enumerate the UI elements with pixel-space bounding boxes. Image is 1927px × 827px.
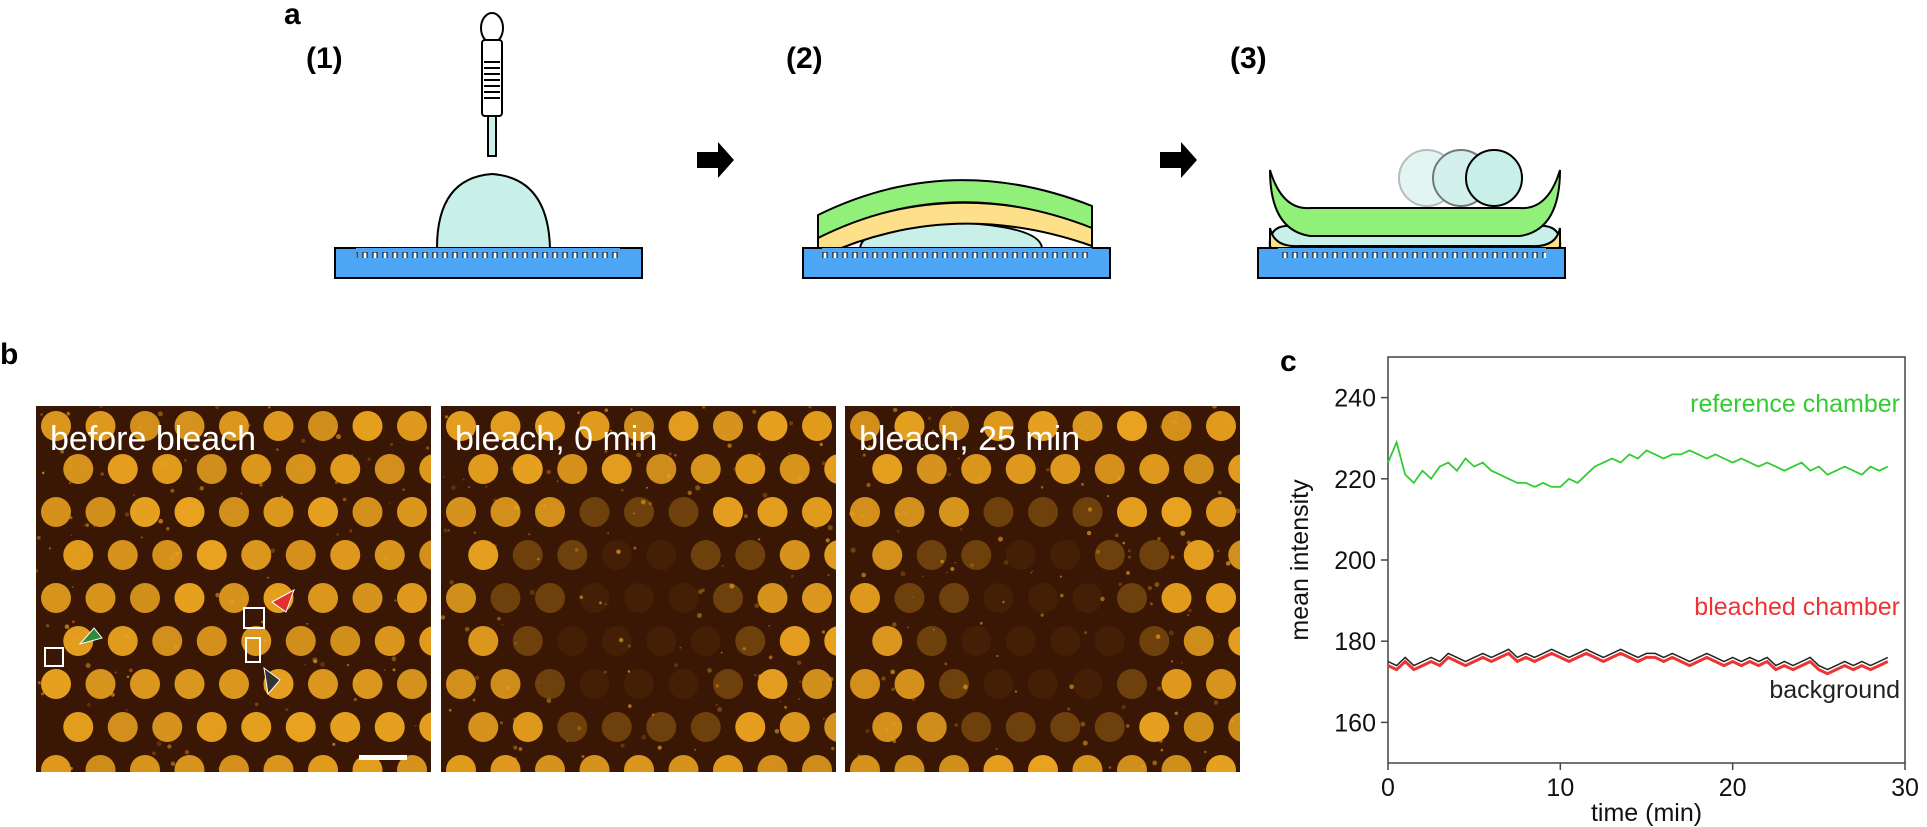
x-tick-label: 20	[1719, 774, 1747, 802]
y-tick-label: 220	[1334, 466, 1376, 494]
series-line-reference-chamber	[1387, 439, 1889, 488]
arrow-icon	[1160, 142, 1197, 178]
y-tick-label: 180	[1334, 628, 1376, 656]
step-label-2: (2)	[786, 42, 823, 75]
series-label: reference chamber	[1690, 390, 1900, 418]
panel-letter-c: c	[1280, 345, 1297, 378]
x-tick-label: 30	[1891, 774, 1919, 802]
y-tick-label: 200	[1334, 547, 1376, 575]
y-tick-label: 160	[1334, 709, 1376, 737]
micrograph-bleach-0-min: bleach, 0 min	[441, 406, 836, 772]
x-axis-label: time (min)	[1591, 799, 1702, 827]
series-label: background	[1769, 676, 1900, 704]
micrograph-before-bleach: before bleach	[36, 406, 431, 772]
x-tick-label: 0	[1381, 774, 1395, 802]
substrate-3	[1257, 247, 1566, 279]
series-line-background	[1387, 648, 1889, 671]
step-label-1: (1)	[306, 42, 343, 75]
substrate-1	[334, 247, 643, 279]
substrate-2	[802, 247, 1111, 279]
panel-letter-a: a	[284, 0, 301, 31]
series-line-bleached-chamber	[1387, 651, 1889, 676]
rollers-icon	[1398, 149, 1523, 207]
panel-letter-b: b	[0, 338, 19, 371]
panel-a-schematic	[334, 12, 1566, 279]
x-tick-label: 10	[1546, 774, 1574, 802]
series-label: bleached chamber	[1694, 593, 1900, 621]
droplet-icon	[435, 172, 552, 249]
pipette-icon	[480, 12, 504, 157]
micrograph-label: before bleach	[50, 420, 257, 458]
y-tick-label: 240	[1334, 385, 1376, 413]
step-label-3: (3)	[1230, 42, 1267, 75]
arrow-icon	[697, 142, 734, 178]
plot-frame	[1387, 356, 1906, 764]
coverslip-curved	[817, 179, 1093, 260]
micrograph-label: bleach, 0 min	[455, 420, 658, 458]
y-axis-label: mean intensity	[1286, 479, 1314, 641]
micrograph-bleach-25-min: bleach, 25 min	[845, 406, 1240, 772]
micrograph-label: bleach, 25 min	[859, 420, 1081, 458]
